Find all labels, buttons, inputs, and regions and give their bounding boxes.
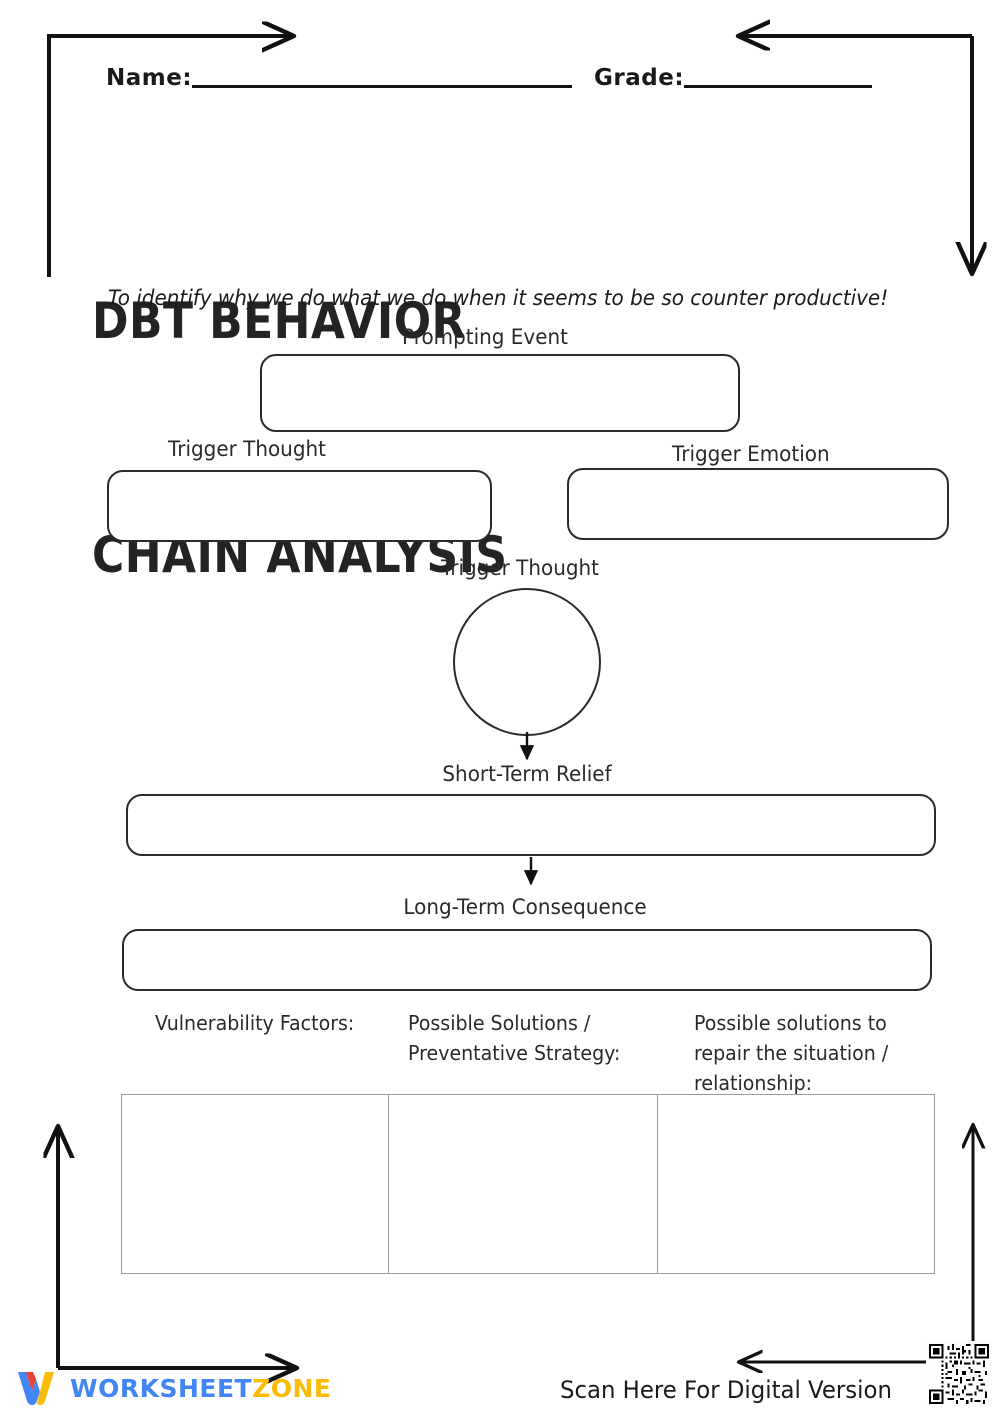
name-label: Name: [106,65,193,91]
arrow-short-term-to-long-term [523,857,539,886]
column-header-repair-solutions: Possible solutions to repair the situati… [694,1011,889,1095]
qr-code-icon[interactable] [926,1341,992,1407]
answer-cell-repair-solutions[interactable] [658,1095,934,1273]
arrow-circle-to-short-term-relief [519,732,535,761]
prompting-event-box[interactable] [260,354,740,432]
worksheet-zone-logo[interactable]: WORKSHEETZONE [14,1368,331,1408]
worksheet-zone-logo-text: WORKSHEETZONE [70,1374,331,1403]
scan-here-text: Scan Here For Digital Version [560,1376,892,1404]
name-input[interactable] [192,85,573,88]
short-term-relief-label: Short-Term Relief [442,762,612,786]
trigger-emotion-label: Trigger Emotion [672,442,830,466]
long-term-consequence-box[interactable] [122,929,932,991]
column-header-possible-solutions: Possible Solutions / Preventative Strate… [408,1011,621,1065]
trigger-thought-circle-label: Trigger Thought [441,556,599,580]
grade-input[interactable] [684,85,873,88]
short-term-relief-box[interactable] [126,794,936,856]
trigger-thought-label: Trigger Thought [168,437,326,461]
trigger-thought-circle[interactable] [453,588,601,736]
answer-cell-vulnerability-factors[interactable] [122,1095,390,1273]
name-grade-row: Name: Grade: [106,55,906,91]
answer-table [121,1094,935,1274]
worksheet-zone-logo-icon [18,1372,54,1405]
trigger-emotion-box[interactable] [567,468,949,540]
page-title-line1: DBT BEHAVIOR [92,292,466,350]
prompting-event-label: Prompting Event [402,325,568,349]
grade-label: Grade: [594,65,685,91]
page-subtitle: To identify why we do what we do when it… [108,286,889,310]
long-term-consequence-label: Long-Term Consequence [403,895,647,919]
answer-cell-possible-solutions[interactable] [389,1095,658,1273]
trigger-thought-box[interactable] [107,470,492,542]
column-header-vulnerability-factors: Vulnerability Factors: [155,1011,355,1035]
logo-word-worksheet: WORKSHEET [70,1373,253,1403]
logo-word-zone: ZONE [252,1373,332,1403]
